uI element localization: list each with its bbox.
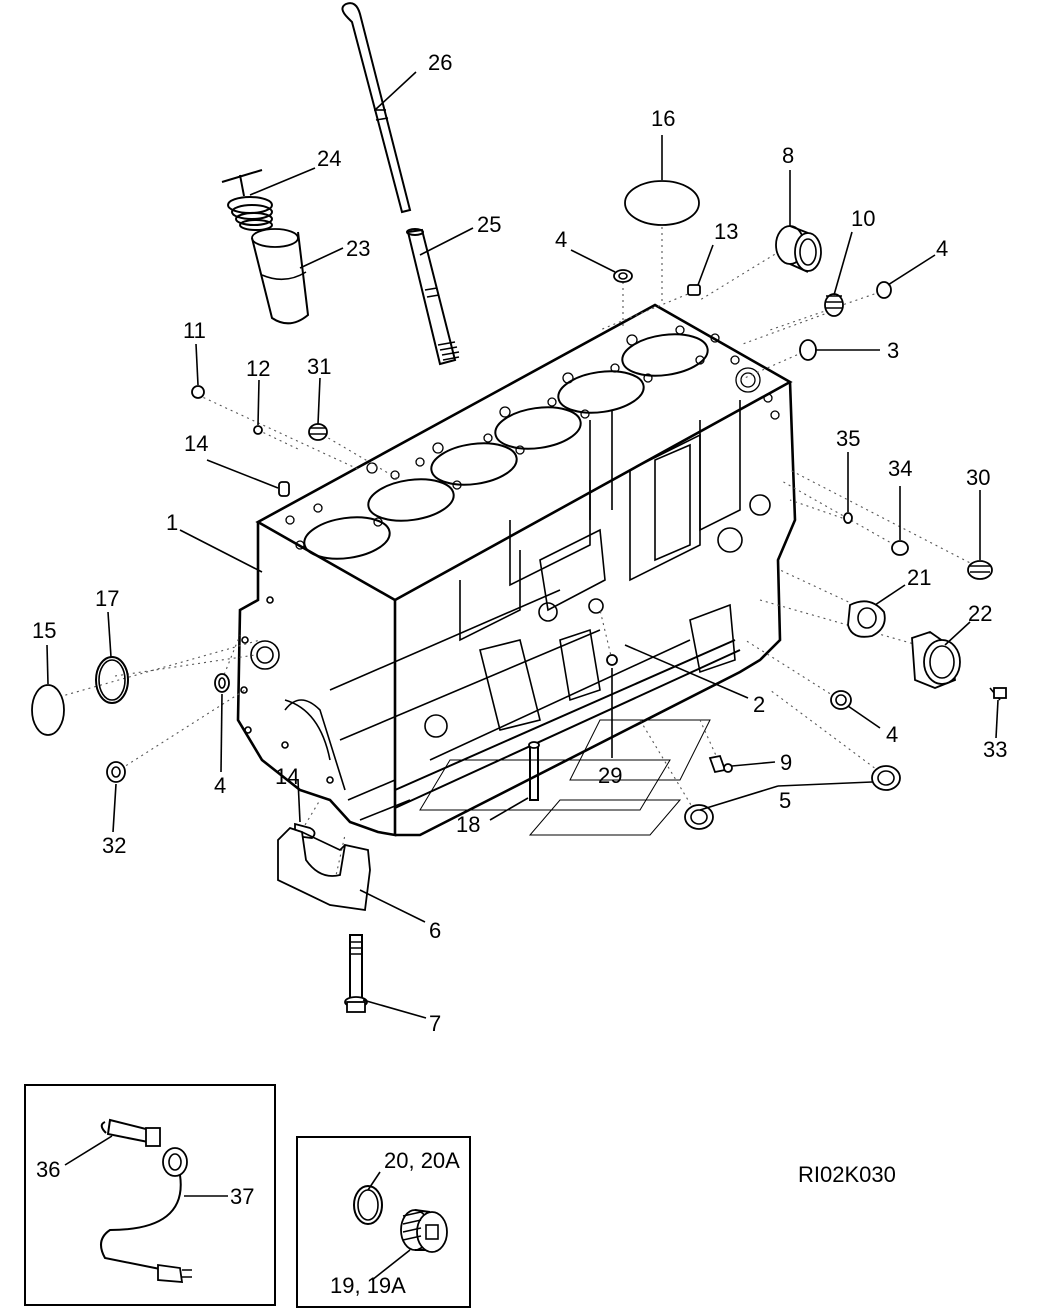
callout-23: 23 <box>346 236 370 261</box>
plug-29[interactable] <box>606 654 618 666</box>
callout-15: 15 <box>32 618 56 643</box>
sleeve-8[interactable] <box>775 225 822 273</box>
callout-19: 19, 19A <box>330 1273 406 1298</box>
drain-plug-19[interactable] <box>400 1209 448 1253</box>
deck-holes <box>285 325 780 550</box>
callout-12: 12 <box>246 356 270 381</box>
callout-3: 3 <box>887 338 899 363</box>
callout-4-top-right: 4 <box>936 236 948 261</box>
callout-22: 22 <box>968 601 992 626</box>
bushing-32[interactable] <box>106 761 126 783</box>
plug-5-bottom[interactable] <box>684 804 714 830</box>
callout-21: 21 <box>907 565 931 590</box>
callout-4-left: 4 <box>214 773 226 798</box>
cap-bolt-7[interactable] <box>344 934 368 1013</box>
plug-3[interactable] <box>799 339 817 361</box>
callout-35: 35 <box>836 426 860 451</box>
filler-tube-23[interactable] <box>251 228 310 325</box>
screw-33[interactable] <box>989 687 1007 701</box>
callout-25: 25 <box>477 212 501 237</box>
plug-4-lower-right[interactable] <box>830 690 852 710</box>
gasket-21[interactable] <box>847 600 886 638</box>
callout-14-bottom: 14 <box>275 764 299 789</box>
block-side-details <box>240 400 771 791</box>
callout-37: 37 <box>230 1184 254 1209</box>
plug-4-top-right[interactable] <box>876 281 892 299</box>
bolt-18[interactable] <box>528 741 540 801</box>
plug-5-right[interactable] <box>871 765 901 791</box>
cylinder-block <box>236 303 797 837</box>
plug-30[interactable] <box>967 560 993 580</box>
o-ring-17[interactable] <box>95 656 129 704</box>
callout-4-top: 4 <box>555 227 567 252</box>
callout-30: 30 <box>966 465 990 490</box>
filler-cap-24[interactable] <box>221 169 273 231</box>
callout-4-lower-right: 4 <box>886 722 898 747</box>
callout-6: 6 <box>429 918 441 943</box>
o-ring-20[interactable] <box>353 1185 383 1225</box>
block-heater-36[interactable] <box>100 1118 161 1147</box>
plug-11[interactable] <box>191 385 205 399</box>
dowel-14-top[interactable] <box>278 481 290 497</box>
callout-29: 29 <box>598 763 622 788</box>
washer-4-top[interactable] <box>613 269 633 283</box>
leader-lines <box>46 71 999 1019</box>
dipstick-tube-25[interactable] <box>406 228 460 366</box>
cylinder-bores <box>303 333 709 560</box>
cover-22[interactable] <box>911 631 961 689</box>
ball-12[interactable] <box>253 425 263 435</box>
callout-13: 13 <box>714 219 738 244</box>
callout-16: 16 <box>651 106 675 131</box>
callout-5: 5 <box>779 788 791 813</box>
callout-32: 32 <box>102 833 126 858</box>
plug-13[interactable] <box>687 284 701 296</box>
callout-11: 11 <box>183 318 206 343</box>
plug-31[interactable] <box>308 423 328 441</box>
callout-18: 18 <box>456 812 480 837</box>
callout-26: 26 <box>428 50 452 75</box>
callout-31: 31 <box>307 354 331 379</box>
oil-pan-outline <box>419 719 711 836</box>
heater-cord-37[interactable] <box>100 1147 192 1283</box>
callout-2: 2 <box>753 692 765 717</box>
ball-35[interactable] <box>843 512 853 524</box>
assembly-centerlines <box>47 215 981 881</box>
callout-9: 9 <box>780 750 792 775</box>
inset-block-heater: 36 37 <box>24 1084 276 1306</box>
drawing-code: RI02K030 <box>798 1162 896 1187</box>
plug-10[interactable] <box>824 293 844 317</box>
cylinder-liner-plug-16[interactable] <box>624 180 700 226</box>
callout-33: 33 <box>983 737 1007 762</box>
disc-plug-15[interactable] <box>31 684 65 736</box>
callout-17: 17 <box>95 586 119 611</box>
callout-14-top: 14 <box>184 431 208 456</box>
callout-8: 8 <box>782 143 794 168</box>
dipstick-26[interactable] <box>341 2 412 214</box>
callout-1: 1 <box>166 510 178 535</box>
callout-24: 24 <box>317 146 341 171</box>
callout-labels: 26 24 23 25 16 8 10 4 13 4 3 11 12 31 14… <box>32 50 1007 1036</box>
inset-drain-plug: 20, 20A 19, 19A <box>296 1136 471 1308</box>
callout-7: 7 <box>429 1011 441 1036</box>
main-bearing-cap-6[interactable] <box>277 826 371 912</box>
plug-34[interactable] <box>891 540 909 556</box>
seal-4-left[interactable] <box>214 673 230 693</box>
callout-34: 34 <box>888 456 912 481</box>
callout-10: 10 <box>851 206 875 231</box>
callout-36: 36 <box>36 1157 60 1182</box>
callout-20: 20, 20A <box>384 1148 460 1173</box>
switch-9[interactable] <box>708 754 733 774</box>
